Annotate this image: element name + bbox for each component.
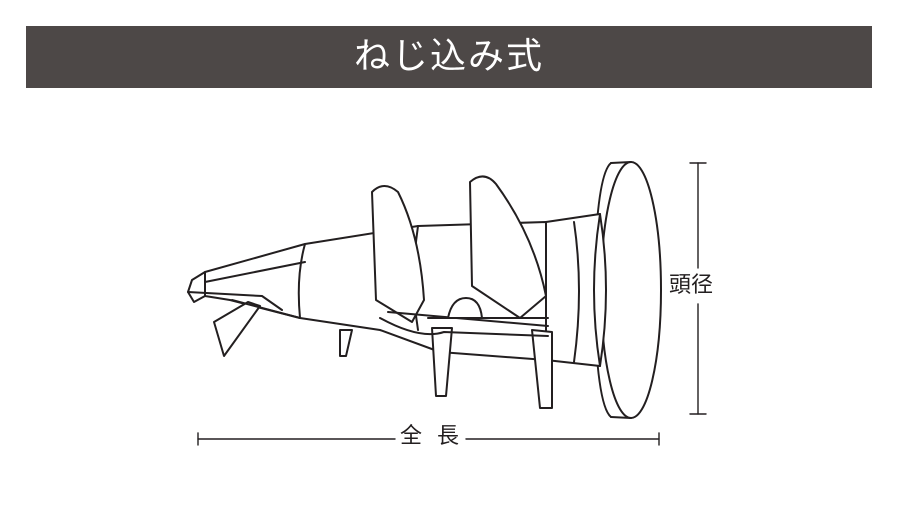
overall-length-label: 全 長	[398, 424, 465, 449]
head-diameter-label: 頭径	[669, 273, 714, 298]
anchor-neck	[545, 213, 607, 367]
anchor-tip	[187, 271, 301, 357]
anchor-slot	[427, 297, 549, 319]
page-title: ねじ込み式	[353, 36, 544, 77]
overall-length-dimension	[197, 432, 660, 446]
title-bar: ねじ込み式	[26, 26, 872, 88]
anchor-head-flange	[593, 161, 662, 419]
head-diameter-dimension	[689, 162, 707, 415]
